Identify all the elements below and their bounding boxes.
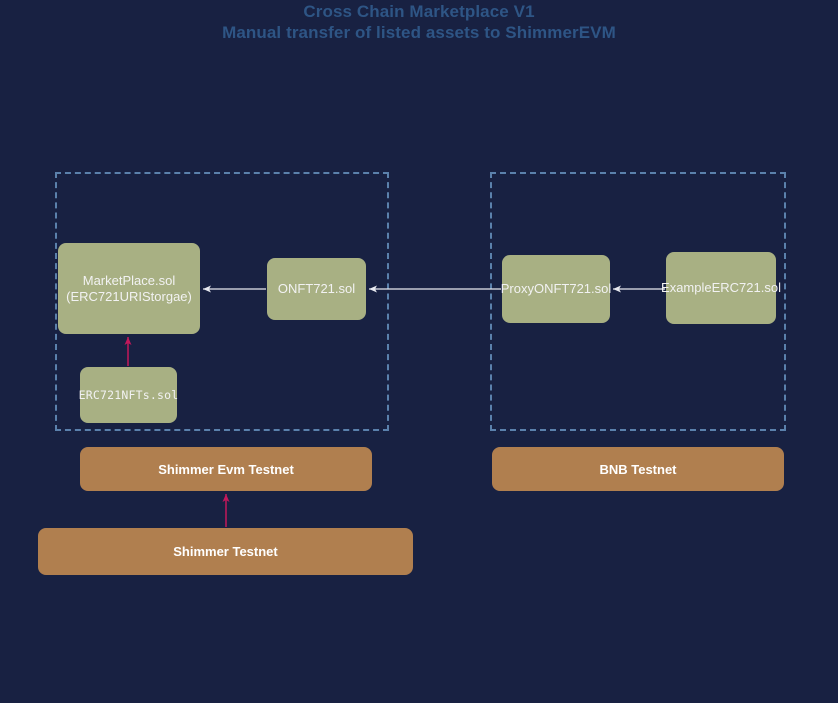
network-bnb-testnet-label: BNB Testnet [599,461,677,477]
network-shimmer-evm-testnet[interactable]: Shimmer Evm Testnet [80,447,372,491]
node-marketplace-label-line-2: (ERC721URIStorgae) [66,288,192,304]
node-marketplace-label-line-1: MarketPlace.sol [82,272,176,288]
node-onft721[interactable]: ONFT721.sol [267,258,366,320]
group-bnb-boundary [490,172,786,431]
node-erc721nfts-label: ERC721NFTs.sol [78,388,179,402]
node-exampleerc721[interactable]: ExampleERC721.sol [661,252,781,324]
network-bnb-testnet[interactable]: BNB Testnet [492,447,784,491]
group-shimmer-evm-boundary [55,172,389,431]
diagram-title-line-2: Manual transfer of listed assets to Shim… [222,23,616,42]
diagram-title-line-1: Cross Chain Marketplace V1 [303,2,535,21]
node-onft721-label: ONFT721.sol [277,281,356,296]
network-shimmer-testnet-label: Shimmer Testnet [173,544,278,559]
diagram-title: Cross Chain Marketplace V1 Manual transf… [0,0,838,43]
node-exampleerc721-label: ExampleERC721.sol [661,280,781,295]
network-shimmer-evm-testnet-label: Shimmer Evm Testnet [158,461,294,477]
node-marketplace[interactable]: MarketPlace.sol (ERC721URIStorgae) [58,243,200,334]
node-erc721nfts[interactable]: ERC721NFTs.sol [78,367,179,423]
node-proxyonft721-label: ProxyONFT721.sol [500,281,612,296]
network-shimmer-testnet[interactable]: Shimmer Testnet [38,528,413,575]
node-proxyonft721[interactable]: ProxyONFT721.sol [500,255,612,323]
